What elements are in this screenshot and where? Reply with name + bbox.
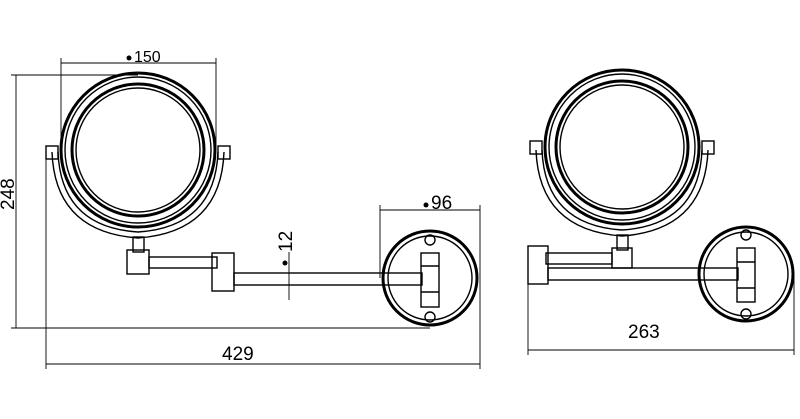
base-screw-bottom <box>424 311 436 323</box>
label-12: 12 <box>276 231 297 252</box>
base-plate-outer <box>697 225 795 323</box>
extended-view: 150 96 12 248 429 <box>0 49 481 369</box>
arm-joint-2 <box>211 252 235 292</box>
folded-view: 263 <box>527 68 795 355</box>
wall-base-right <box>697 225 795 323</box>
pivot-knob-left <box>45 145 59 160</box>
arm-joint-2 <box>527 245 549 285</box>
mirror-glass-inner <box>559 84 685 210</box>
mirror-outer-ring <box>543 68 701 226</box>
arm-joint-1 <box>126 249 150 275</box>
pivot-knob-left <box>529 140 543 155</box>
mirror-stem <box>132 236 145 253</box>
label-248: 248 <box>0 178 19 210</box>
mirror-glass <box>554 79 690 215</box>
diameter-symbol-icon <box>126 55 132 61</box>
mirror-head-right <box>529 68 715 251</box>
mirror-glass <box>70 82 206 218</box>
base-screw-bottom <box>740 308 752 320</box>
label-263: 263 <box>628 322 660 343</box>
label-429: 429 <box>222 344 254 365</box>
swing-arm-left <box>126 249 423 292</box>
label-96: 96 <box>431 193 452 214</box>
diameter-symbol-icon <box>423 202 429 208</box>
base-screw-top <box>740 229 752 241</box>
mirror-ring-2 <box>64 76 212 224</box>
base-plate-inner <box>703 231 789 317</box>
mirror-ring-2 <box>548 73 696 221</box>
yoke-inner <box>57 151 219 233</box>
arm-joint-1 <box>611 247 633 269</box>
mirror-glass-inner <box>75 87 201 213</box>
yoke-outer <box>535 149 709 237</box>
dim-folded-length: 263 <box>527 274 795 355</box>
yoke-inner <box>541 149 703 231</box>
dim-base-diameter: 96 <box>379 193 481 278</box>
wall-base-left <box>381 229 479 327</box>
pivot-knob-right <box>701 140 715 155</box>
arm-segment-2 <box>547 267 739 281</box>
mirror-head-left <box>45 71 231 253</box>
yoke-outer <box>51 151 225 239</box>
base-plate-outer <box>381 229 479 327</box>
arm-segment-1 <box>545 252 613 265</box>
arm-segment-1 <box>148 256 218 269</box>
diameter-symbol-icon <box>282 260 288 266</box>
swing-arm-right <box>527 245 739 285</box>
base-plate-inner <box>387 235 473 321</box>
mirror-outer-ring <box>59 71 217 229</box>
base-bracket <box>420 252 440 308</box>
dim-mirror-diameter: 150 <box>60 49 217 150</box>
label-150: 150 <box>134 49 161 66</box>
mirror-stem <box>616 234 629 251</box>
dim-extended-length: 429 <box>45 158 481 369</box>
arm-segment-2 <box>233 272 423 286</box>
pivot-knob-right <box>217 145 231 160</box>
dim-arm-thickness: 12 <box>276 231 297 300</box>
base-bracket <box>736 247 756 303</box>
dim-height: 248 <box>0 74 430 329</box>
base-screw-top <box>424 234 436 246</box>
